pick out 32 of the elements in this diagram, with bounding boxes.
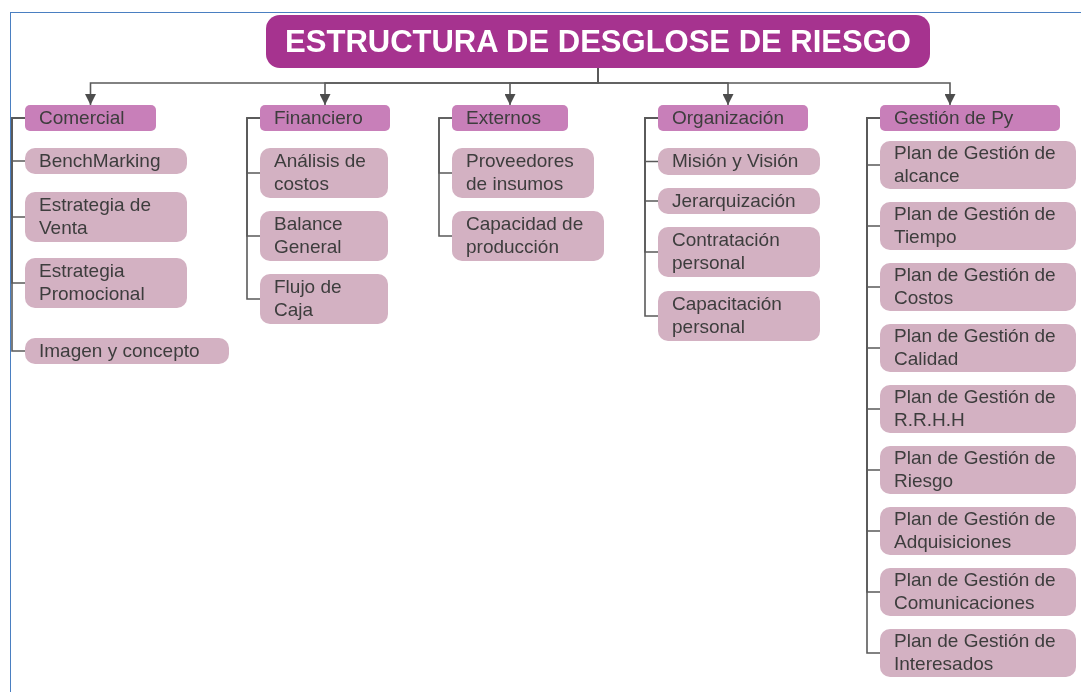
item-box: Misión y Visión (658, 148, 820, 175)
item-box: Balance General (260, 211, 388, 261)
category-box: Financiero (260, 105, 390, 131)
category-box: Gestión de Py (880, 105, 1060, 131)
category-box: Organización (658, 105, 808, 131)
connector-line (11, 117, 26, 352)
item-box: Plan de Gestión de Tiempo (880, 202, 1076, 250)
item-box: Plan de Gestión de Adquisiciones (880, 507, 1076, 555)
item-box: Análisis de costos (260, 148, 388, 198)
item-box: Jerarquización (658, 188, 820, 214)
item-box: BenchMarking (25, 148, 187, 174)
category-box: Externos (452, 105, 568, 131)
item-box: Capacidad de producción (452, 211, 604, 261)
item-box: Contratación personal (658, 227, 820, 277)
item-box: Plan de Gestión de Costos (880, 263, 1076, 311)
item-box: Plan de Gestión de R.R.H.H (880, 385, 1076, 433)
item-box: Imagen y concepto (25, 338, 229, 364)
connector-line (644, 117, 659, 317)
item-box: Capacitación personal (658, 291, 820, 341)
item-box: Flujo de Caja (260, 274, 388, 324)
item-box: Estrategia Promocional (25, 258, 187, 308)
item-box: Plan de Gestión de Interesados (880, 629, 1076, 677)
item-box: Estrategia de Venta (25, 192, 187, 242)
connector-line (438, 117, 453, 237)
category-box: Comercial (25, 105, 156, 131)
item-box: Plan de Gestión de Calidad (880, 324, 1076, 372)
item-box: Proveedores de insumos (452, 148, 594, 198)
item-box: Plan de Gestión de alcance (880, 141, 1076, 189)
connector-line (246, 117, 261, 300)
item-box: Plan de Gestión de Riesgo (880, 446, 1076, 494)
title-box: ESTRUCTURA DE DESGLOSE DE RIESGO (266, 15, 930, 68)
item-box: Plan de Gestión de Comunicaciones (880, 568, 1076, 616)
